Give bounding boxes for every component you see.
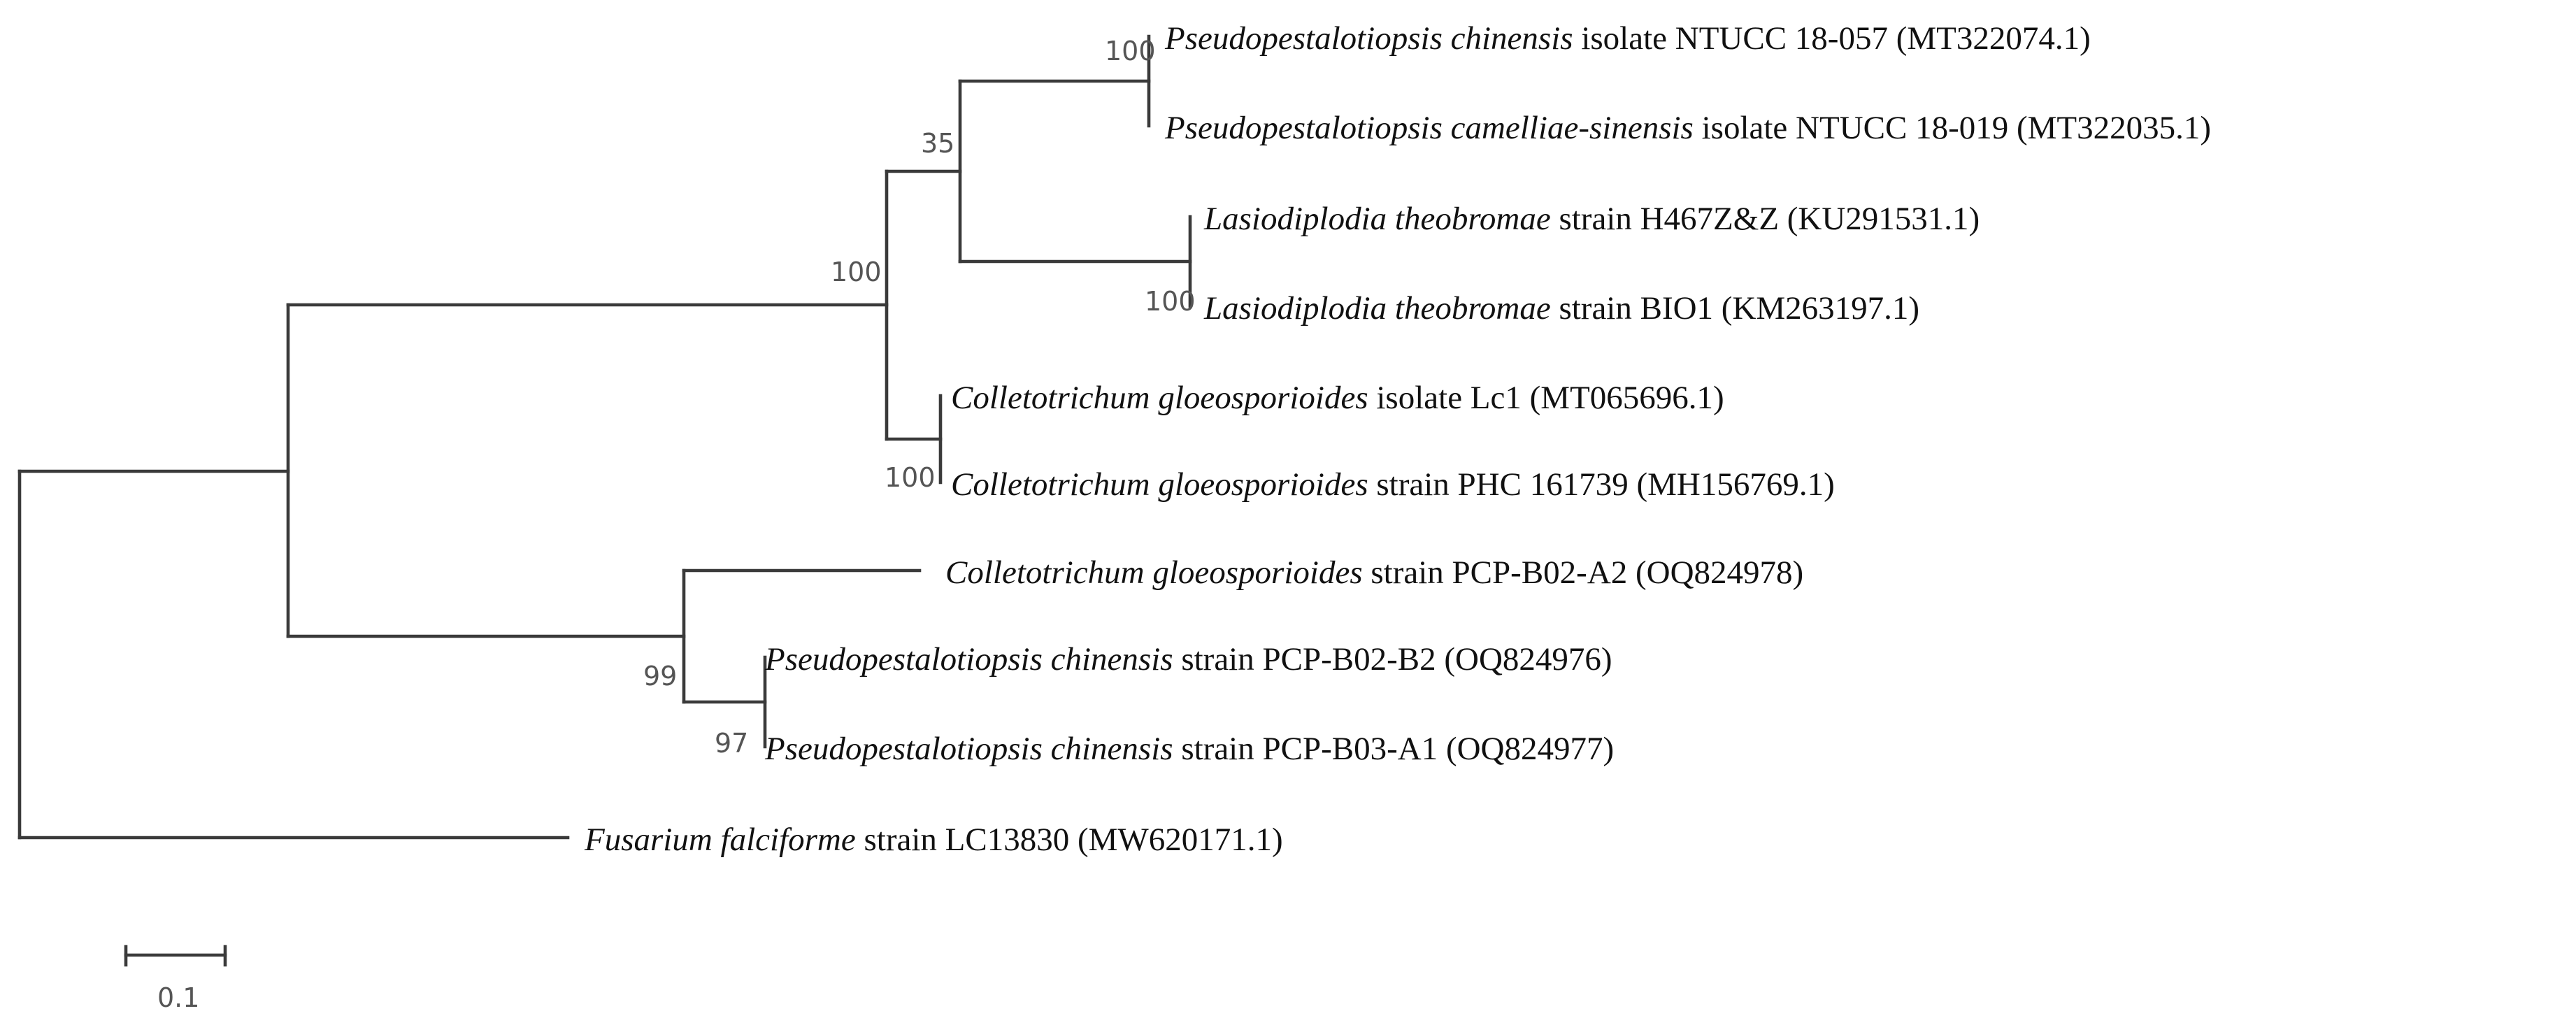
- taxon-label: Fusarium falciforme strain LC13830 (MW62…: [584, 822, 1283, 858]
- taxon-label: Lasiodiplodia theobromae strain H467Z&Z …: [1203, 201, 1980, 237]
- support-value-colleto-pair: 100: [885, 462, 936, 493]
- support-value-node35: 35: [921, 128, 954, 159]
- taxon-label: Colletotrichum gloeosporioides isolate L…: [951, 380, 1724, 416]
- taxon-label: Pseudopestalotiopsis camelliae-sinensis …: [1164, 110, 2211, 146]
- scale-bar-label: 0.1: [157, 982, 199, 1013]
- taxon-label: Pseudopestalotiopsis chinensis strain PC…: [764, 641, 1612, 678]
- support-value-upper-clade: 100: [831, 257, 882, 287]
- taxon-label: Colletotrichum gloeosporioides strain PH…: [951, 466, 1835, 503]
- support-value-pseudo-pair: 100: [1105, 36, 1156, 66]
- support-value-lasio-pair: 100: [1145, 286, 1196, 317]
- taxon-label: Pseudopestalotiopsis chinensis strain PC…: [764, 731, 1614, 767]
- support-value-lower-clade: 99: [643, 661, 677, 691]
- support-value-pcp-pair: 97: [715, 728, 748, 759]
- taxon-label: Lasiodiplodia theobromae strain BIO1 (KM…: [1203, 290, 1919, 327]
- taxon-label: Pseudopestalotiopsis chinensis isolate N…: [1164, 20, 2091, 57]
- taxon-label: Colletotrichum gloeosporioides strain PC…: [945, 554, 1803, 591]
